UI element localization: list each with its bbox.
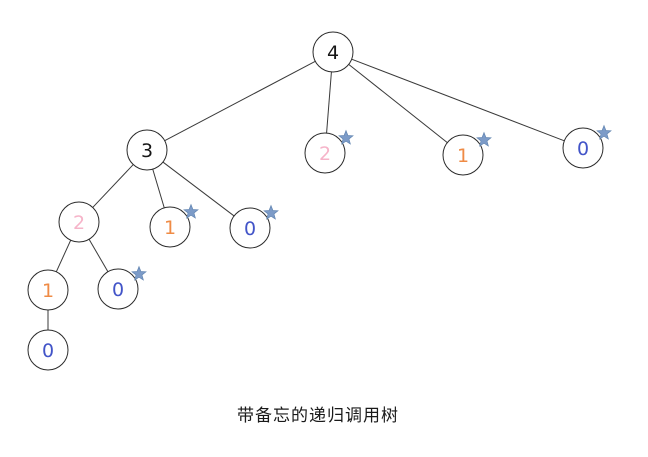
tree-edge-n3-n0b xyxy=(162,161,235,217)
node-circle xyxy=(27,269,69,311)
node-circle xyxy=(149,206,191,248)
node-circle xyxy=(229,207,271,249)
memo-star-icon xyxy=(476,131,492,147)
tree-node-0-n0c: 0 xyxy=(97,265,147,310)
node-label: 1 xyxy=(457,145,469,167)
tree-edge-n4-n3 xyxy=(164,60,316,142)
tree-node-0-n0a: 0 xyxy=(562,124,612,169)
node-circle xyxy=(58,201,100,243)
node-circle xyxy=(27,329,69,371)
node-circle xyxy=(562,127,604,169)
tree-node-2-n2b: 2 xyxy=(58,201,100,243)
memo-star-icon xyxy=(183,203,199,219)
node-circle xyxy=(312,31,354,73)
tree-node-4-n4: 4 xyxy=(312,31,354,73)
tree-edge-n3-n1b xyxy=(152,169,165,208)
tree-node-1-n1c: 1 xyxy=(27,269,69,311)
tree-edge-n3-n2b xyxy=(92,164,134,208)
tree-node-3-n3: 3 xyxy=(126,129,168,171)
memo-star-icon xyxy=(263,204,279,220)
tree-edge-n2b-n1c xyxy=(55,239,72,273)
tree-edge-n4-n1a xyxy=(348,64,448,143)
tree-edge-n2b-n0c xyxy=(88,239,109,272)
node-label: 1 xyxy=(164,217,176,239)
node-circle xyxy=(126,129,168,171)
node-label: 3 xyxy=(141,140,153,162)
tree-node-1-n1b: 1 xyxy=(149,203,199,248)
tree-edge-n4-n0a xyxy=(351,58,565,142)
node-label: 0 xyxy=(244,218,256,240)
tree-node-0-n0d: 0 xyxy=(27,329,69,371)
node-label: 0 xyxy=(42,340,54,362)
memo-star-icon xyxy=(596,124,612,140)
tree-edge-n4-n2a xyxy=(326,71,332,134)
tree-node-2-n2a: 2 xyxy=(304,129,354,174)
node-circle xyxy=(304,132,346,174)
memo-star-icon xyxy=(338,129,354,145)
node-label: 1 xyxy=(42,280,54,302)
tree-node-1-n1a: 1 xyxy=(442,131,492,176)
node-circle xyxy=(97,268,139,310)
node-label: 4 xyxy=(327,42,339,64)
node-label: 0 xyxy=(577,138,589,160)
node-circle xyxy=(442,134,484,176)
node-label: 2 xyxy=(73,212,85,234)
memo-star-icon xyxy=(131,265,147,281)
diagram-caption: 带备忘的递归调用树 xyxy=(237,406,399,426)
node-label: 2 xyxy=(319,143,331,165)
tree-node-0-n0b: 0 xyxy=(229,204,279,249)
node-label: 0 xyxy=(112,279,124,301)
